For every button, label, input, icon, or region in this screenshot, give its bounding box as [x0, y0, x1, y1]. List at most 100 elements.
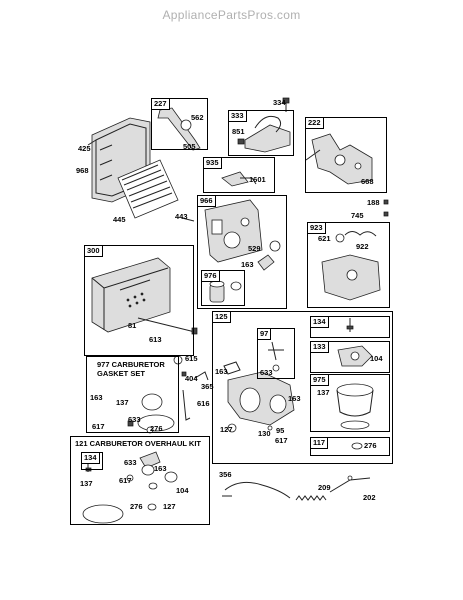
box-label: 133	[310, 341, 329, 353]
box-carburetor-overhaul-kit: 121 CARBURETOR OVERHAUL KIT	[70, 436, 210, 525]
part-976-drawing	[209, 280, 242, 303]
part-label: 276	[364, 441, 377, 450]
box-label: 333	[228, 110, 247, 122]
part-label: 633	[124, 458, 137, 467]
box-976: 976	[201, 270, 245, 306]
part-label: 81	[128, 321, 137, 330]
part-label: 745	[351, 211, 364, 220]
box-label: 300	[84, 245, 103, 257]
part-label: 633	[260, 368, 273, 377]
part-label: 613	[149, 335, 162, 344]
box-97: 97	[257, 328, 295, 379]
box-134-top: 134	[310, 316, 390, 338]
part-222-drawing	[305, 133, 373, 185]
link-rod-drawing	[329, 475, 371, 493]
box-300: 300	[84, 245, 194, 356]
box-label: 134	[81, 452, 100, 464]
part-134-drawing	[346, 318, 354, 332]
part-label: 529	[248, 244, 261, 253]
spring-drawing	[295, 495, 327, 501]
part-label: 425	[78, 144, 91, 153]
part-label: 163	[215, 367, 228, 376]
part-label: 633	[128, 415, 141, 424]
part-label: 922	[356, 242, 369, 251]
site-watermark: AppliancePartsPros.com	[162, 8, 301, 22]
part-label: 104	[176, 486, 189, 495]
overhaul-kit-drawing	[82, 451, 178, 524]
box-label: 97	[257, 328, 272, 340]
gasket-set-drawing	[127, 393, 175, 434]
part-333-drawing	[237, 115, 291, 153]
part-label: 127	[163, 502, 176, 511]
part-label: 365	[201, 382, 214, 391]
part-label: 202	[363, 493, 376, 502]
part-label: 505	[183, 142, 196, 151]
part-label: 137	[80, 479, 93, 488]
part-935-drawing	[221, 171, 257, 187]
box-227: 227	[151, 98, 208, 150]
box-label: 966	[197, 195, 216, 207]
part-label: 163	[154, 464, 167, 473]
box-carburetor-gasket-set: 977 CARBURETOR GASKET SET	[86, 356, 179, 433]
part-label: 968	[76, 166, 89, 175]
part-label: 617	[275, 436, 288, 445]
part-label: 137	[116, 398, 129, 407]
part-label: 617	[92, 422, 105, 431]
box-label: 222	[305, 117, 324, 129]
box-966: 966	[197, 195, 287, 309]
box-134-kit: 134	[81, 452, 103, 470]
part-label: 95	[276, 426, 285, 435]
box-935: 935	[203, 157, 275, 193]
part-label: 356	[219, 470, 232, 479]
part-label: 276	[150, 424, 163, 433]
part-label: 276	[130, 502, 143, 511]
part-label: 617	[119, 476, 132, 485]
part-356-drawing	[222, 481, 291, 499]
part-label: 443	[175, 212, 188, 221]
box-975: 975	[310, 374, 390, 432]
part-label: 163	[241, 260, 254, 269]
part-117-drawing	[351, 442, 363, 450]
box-label: 923	[307, 222, 326, 234]
part-label: 562	[191, 113, 204, 122]
box-label: 935	[203, 157, 222, 169]
part-label: 104	[370, 354, 383, 363]
part-966-drawing	[181, 199, 281, 271]
box-923: 923	[307, 222, 390, 308]
box-label: 975	[310, 374, 329, 386]
box-label: 976	[201, 270, 220, 282]
part-97-drawing	[268, 341, 284, 372]
part-label: 127	[220, 425, 233, 434]
part-label: 616	[197, 399, 210, 408]
part-label: 188	[367, 198, 380, 207]
part-label: 1601	[249, 175, 266, 184]
box-label: 134	[310, 316, 329, 328]
box-117: 117	[310, 437, 390, 456]
box-label: 227	[151, 98, 170, 110]
part-label: 163	[288, 394, 301, 403]
box-label: 125	[212, 311, 231, 323]
overhaul-kit-title: 121 CARBURETOR OVERHAUL KIT	[75, 439, 201, 448]
part-label: 621	[318, 234, 331, 243]
part-label: 137	[317, 388, 330, 397]
gasket-set-title: 977 CARBURETOR GASKET SET	[97, 360, 165, 378]
box-label: 117	[310, 437, 329, 449]
part-label: 615	[185, 354, 198, 363]
part-label: 445	[113, 215, 126, 224]
box-125: 125	[212, 311, 393, 464]
part-923-drawing	[321, 199, 389, 301]
float-bowl-drawing	[336, 383, 374, 430]
box-133: 133	[310, 341, 390, 373]
part-label: 163	[90, 393, 103, 402]
box-222: 222	[305, 117, 387, 193]
box-333: 333	[228, 110, 294, 156]
part-label: 668	[361, 177, 374, 186]
carburetor-drawing	[223, 361, 295, 433]
part-label: 404	[185, 374, 198, 383]
part-label: 209	[318, 483, 331, 492]
float-drawing	[337, 345, 373, 367]
part-label: 851	[232, 127, 245, 136]
part-label: 334	[273, 98, 286, 107]
part-label: 130	[258, 429, 271, 438]
